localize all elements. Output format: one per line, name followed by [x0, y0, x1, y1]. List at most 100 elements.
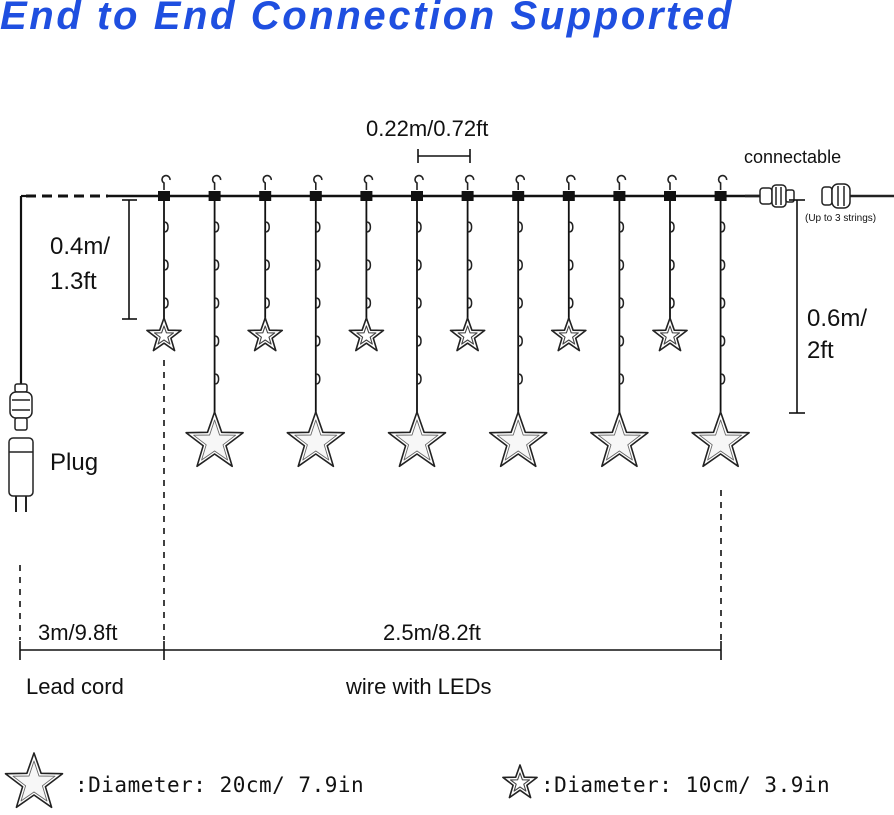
led-bulb-icon — [163, 221, 169, 233]
short-drop — [550, 174, 587, 352]
long-drop — [488, 174, 548, 468]
hook-icon — [566, 174, 576, 190]
led-bulb-icon — [619, 297, 625, 309]
wire-clip — [562, 191, 575, 201]
wire-with-leds-label: wire with LEDs — [346, 674, 492, 699]
wire-clip — [360, 191, 373, 201]
led-bulb-icon — [518, 259, 523, 271]
led-bulb-icon — [518, 373, 523, 385]
led-bulb-icon — [315, 335, 321, 347]
wire-clip — [714, 191, 727, 201]
led-bulb-icon — [669, 297, 675, 309]
wire-clip — [208, 191, 221, 201]
led-bulb-icon — [416, 221, 422, 233]
legend-large-star-icon — [4, 752, 64, 809]
wire-clip — [309, 191, 322, 201]
hook-icon — [211, 174, 222, 190]
small-star-icon — [247, 317, 284, 352]
led-bulb-icon — [366, 221, 372, 233]
short-drop — [146, 174, 182, 352]
wire-clip — [158, 191, 170, 201]
led-bulb-icon — [163, 259, 169, 271]
led-bulb-icon — [467, 259, 473, 271]
led-bulb-icon — [669, 221, 675, 233]
led-bulb-icon — [416, 297, 422, 309]
short-drop — [449, 174, 486, 352]
led-bulb-icon — [669, 259, 675, 271]
led-bulb-icon — [265, 259, 270, 271]
short-drop-dimension — [122, 199, 137, 320]
wire-clip — [259, 191, 272, 201]
led-bulb-icon — [366, 259, 372, 271]
led-bulb-icon — [619, 221, 625, 233]
wire-clip — [461, 191, 474, 201]
legend-large-star-text: :Diameter: 20cm/ 7.9in — [75, 773, 365, 797]
connector-male-icon — [745, 184, 795, 208]
legend-small-star-icon — [502, 764, 538, 799]
led-bulb-icon — [518, 335, 523, 347]
long-drop — [286, 174, 346, 468]
length-extension-lines — [19, 360, 722, 640]
long-drop-label-1: 0.6m/ — [807, 305, 868, 332]
led-bulb-icon — [568, 221, 574, 233]
long-drop — [590, 174, 649, 468]
hook-icon — [717, 174, 728, 190]
connectable-label: connectable — [744, 147, 842, 167]
hook-icon — [262, 174, 272, 190]
led-bulb-icon — [315, 373, 321, 385]
led-bulb-icon — [366, 297, 372, 309]
led-bulb-icon — [467, 297, 473, 309]
led-drops — [146, 174, 750, 468]
led-bulb-icon — [214, 221, 220, 233]
hook-icon — [667, 174, 677, 190]
page-title: End to End Connection Supported — [0, 0, 734, 38]
lead-cord-wire — [19, 194, 108, 384]
led-bulb-icon — [619, 373, 625, 385]
led-bulb-icon — [619, 335, 625, 347]
large-star-icon — [387, 411, 447, 468]
large-star-icon — [691, 411, 750, 468]
led-bulb-icon — [568, 297, 574, 309]
short-drop — [348, 174, 385, 352]
hook-icon — [616, 174, 627, 190]
long-drop — [691, 174, 750, 468]
led-bulb-icon — [416, 259, 422, 271]
small-star-icon — [348, 317, 385, 352]
wire-clip — [512, 191, 525, 201]
large-star-icon — [590, 411, 649, 468]
plug-icon — [8, 383, 34, 512]
lead-cord-label: Lead cord — [26, 674, 124, 699]
led-bulb-icon — [214, 335, 220, 347]
wire-length-label: 2.5m/8.2ft — [383, 620, 481, 645]
long-drop — [185, 174, 244, 468]
led-bulb-icon — [720, 259, 726, 271]
connector-female-icon — [821, 183, 894, 209]
led-bulb-icon — [720, 297, 726, 309]
wire-clip — [664, 191, 676, 201]
short-drop — [652, 174, 688, 352]
wire-clip — [411, 191, 423, 201]
legend-small-star-text: :Diameter: 10cm/ 3.9in — [541, 773, 831, 797]
hook-icon — [464, 174, 475, 190]
small-star-icon — [449, 317, 486, 352]
small-star-icon — [652, 317, 688, 352]
short-drop-label-2: 1.3ft — [50, 268, 97, 295]
spacing-label: 0.22m/0.72ft — [366, 116, 489, 141]
led-bulb-icon — [619, 259, 625, 271]
wire-clip — [613, 191, 626, 201]
led-bulb-icon — [214, 373, 220, 385]
led-bulb-icon — [265, 221, 270, 233]
short-drop-label-1: 0.4m/ — [50, 233, 111, 260]
long-drop-label-2: 2ft — [807, 337, 834, 364]
led-bulb-icon — [315, 259, 321, 271]
large-star-icon — [488, 411, 548, 468]
long-drop-dimension — [789, 199, 805, 414]
length-dimension-line — [19, 641, 722, 660]
plug-label: Plug — [50, 449, 99, 476]
led-bulb-icon — [720, 221, 726, 233]
led-bulb-icon — [416, 373, 422, 385]
lead-length-label: 3m/9.8ft — [38, 620, 118, 645]
spacing-dimension — [417, 149, 471, 163]
led-bulb-icon — [416, 335, 422, 347]
